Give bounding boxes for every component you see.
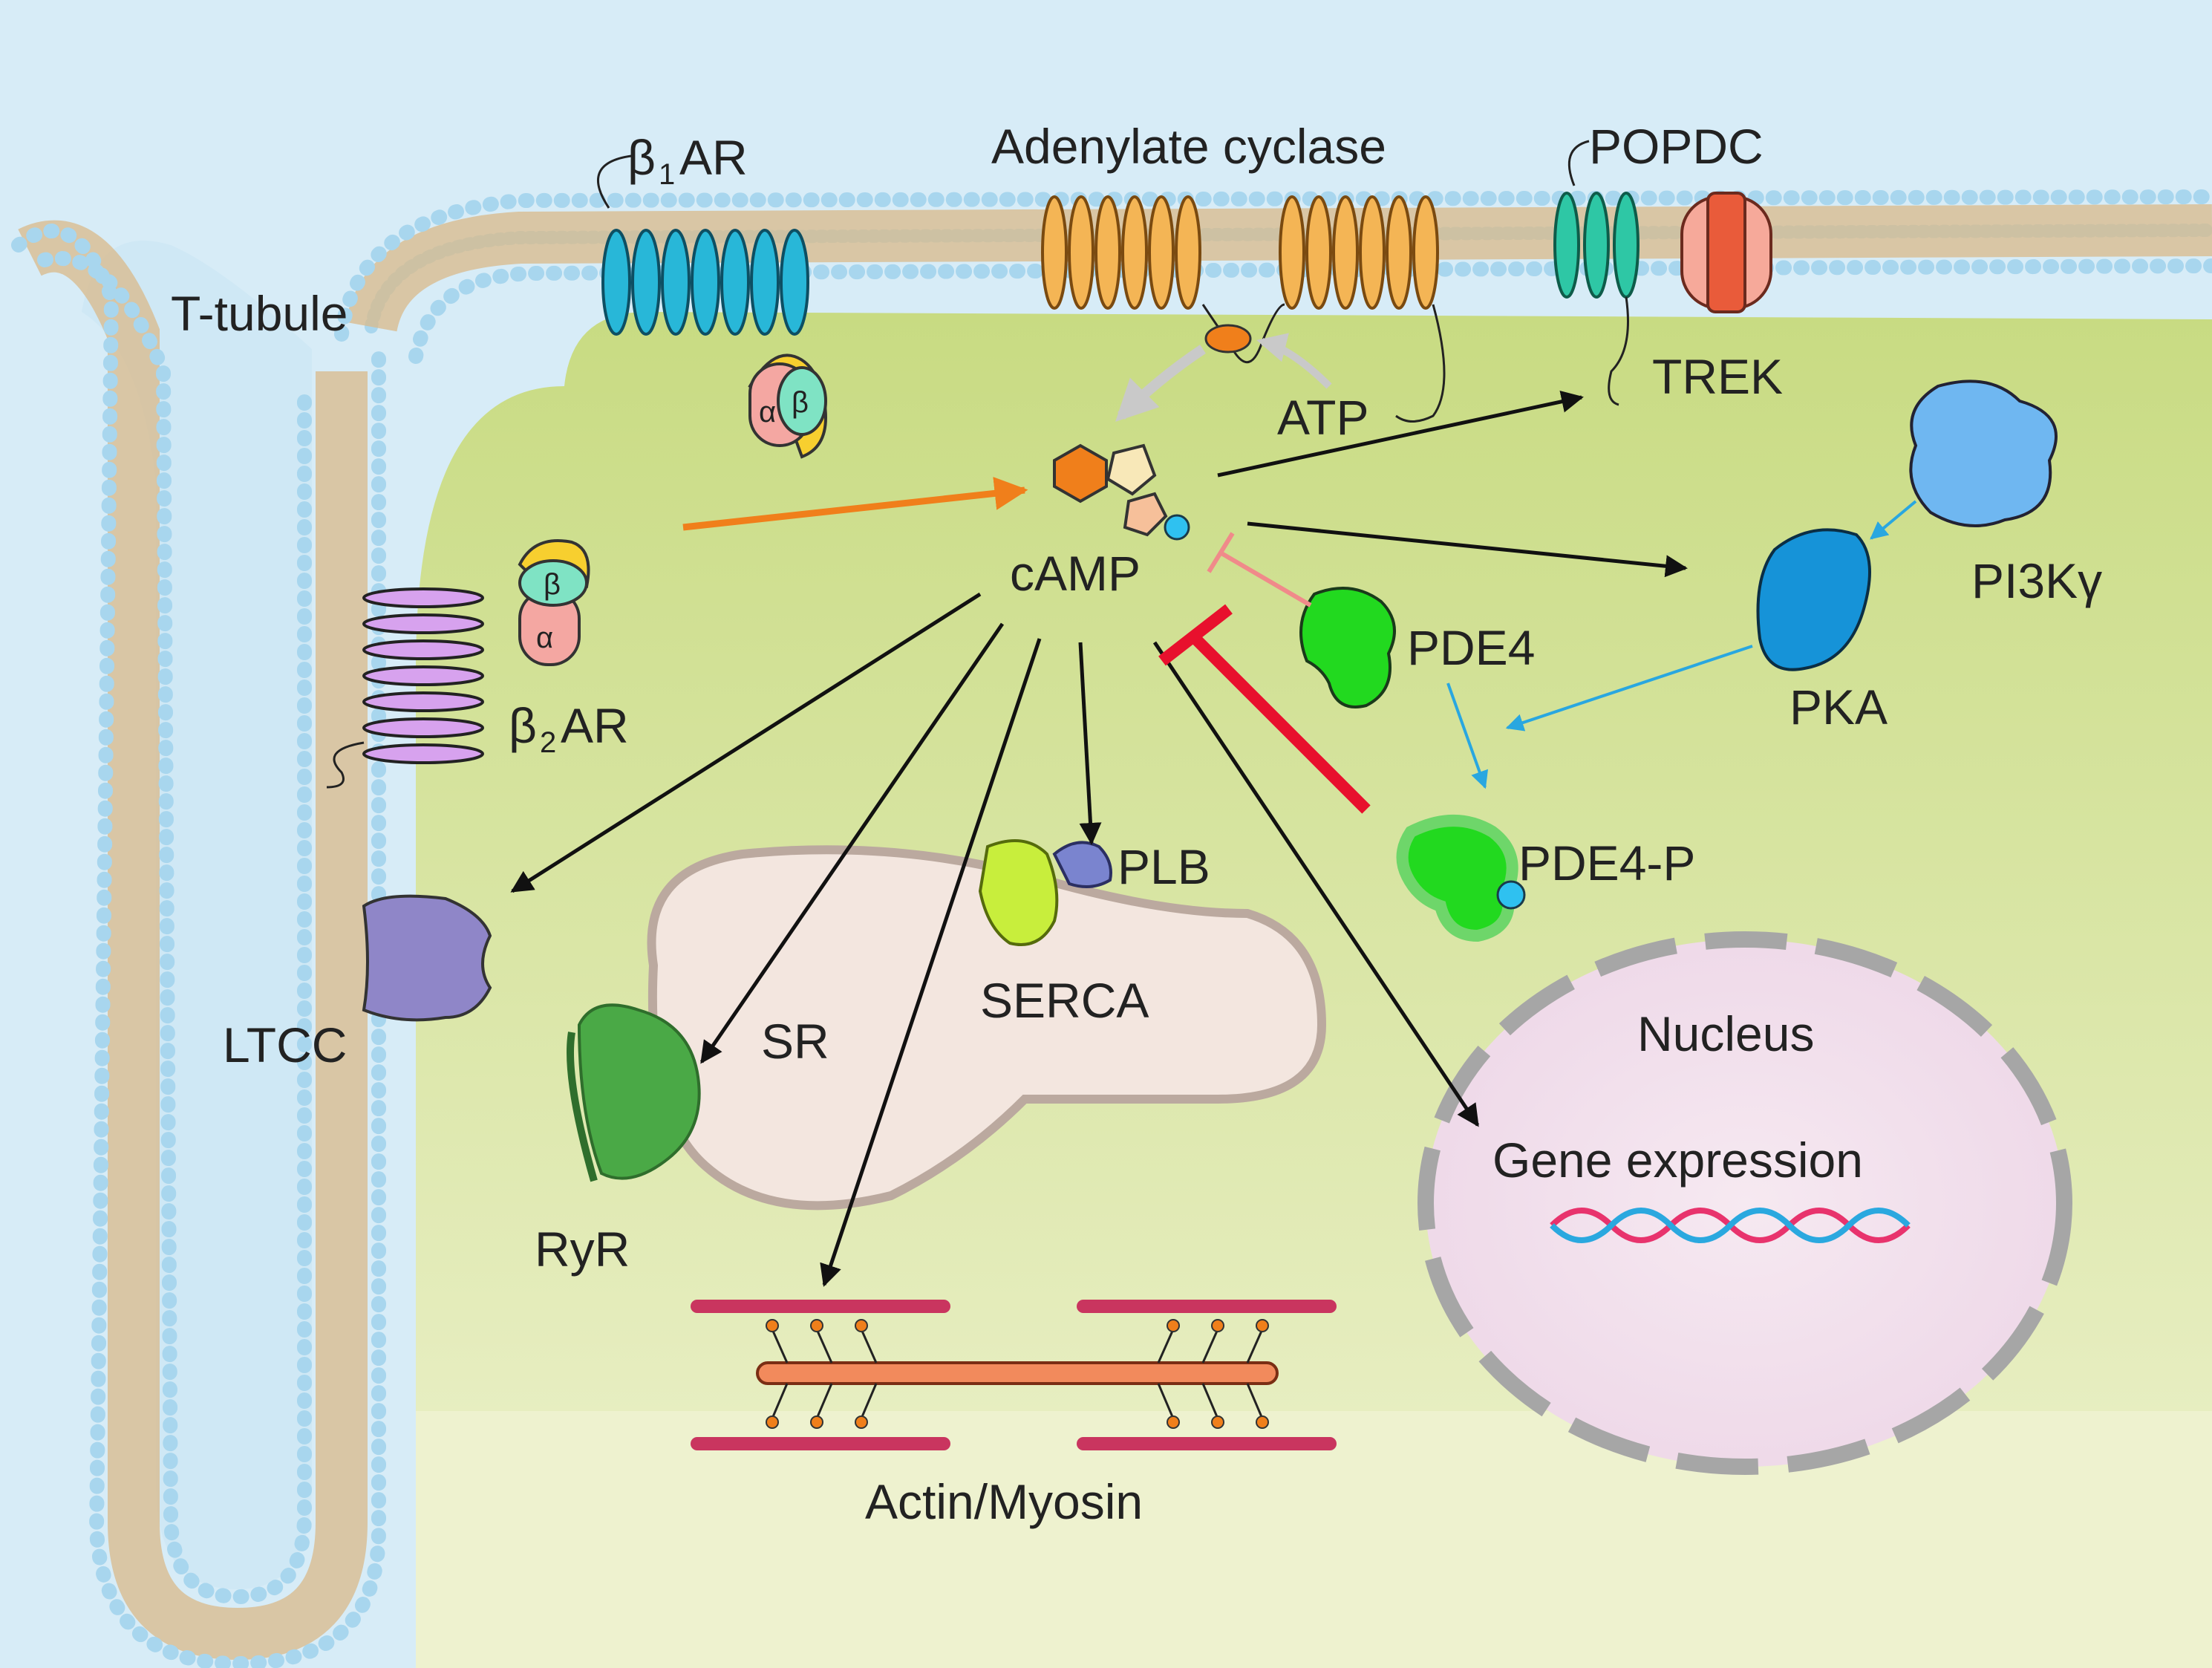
label-popdc: POPDC [1589, 119, 1764, 174]
dna-helix-icon [1550, 1208, 1911, 1243]
pi3k-enzyme [1909, 379, 2058, 527]
nucleus [1417, 931, 2072, 1475]
activation-arrows [510, 390, 1688, 1287]
label-ryr: RyR [535, 1222, 630, 1277]
label-pka: PKA [1789, 680, 1888, 734]
label-trek: TREK [1652, 349, 1783, 404]
label-pde4: PDE4 [1407, 620, 1535, 675]
label-serca: SERCA [980, 973, 1149, 1028]
label-atp: ATP [1277, 390, 1368, 445]
beta2-adrenergic-receptor [326, 587, 484, 789]
serca-pump [978, 839, 1059, 946]
label-ltcc: LTCC [223, 1017, 347, 1072]
g-alpha-label-2: α [536, 622, 553, 654]
label-camp: cAMP [1010, 546, 1141, 601]
label-gene-expression: Gene expression [1492, 1133, 1863, 1188]
orange-activation-arrow [682, 477, 1028, 531]
plb-protein [1052, 841, 1112, 888]
label-pi3k: PI3Kγ [1971, 553, 2102, 608]
label-t-tubule: T-tubule [171, 286, 348, 341]
beta1-adrenergic-receptor [596, 154, 809, 336]
svg-text:β: β [509, 698, 537, 753]
sarcomere [691, 1300, 1337, 1450]
ltcc-channel [362, 894, 492, 1022]
inhibition-strong [1158, 604, 1371, 814]
pka-enzyme [1756, 528, 1871, 671]
pde4p-enzyme [1396, 815, 1526, 942]
label-sr: SR [761, 1014, 829, 1069]
pde4-enzyme [1299, 587, 1396, 708]
g-alpha-label-1: α [759, 396, 776, 429]
g-beta-label-2: β [544, 568, 561, 601]
pka-phospho-arrows [1446, 500, 1917, 789]
trek-channel [1680, 192, 1772, 313]
svg-text:β: β [627, 130, 656, 185]
label-pde4p: PDE4-P [1518, 835, 1695, 890]
plasma-membrane [11, 189, 2212, 1668]
label-actin-myosin: Actin/Myosin [865, 1474, 1143, 1529]
g-beta-label-1: β [792, 386, 809, 419]
svg-text:1: 1 [659, 158, 675, 191]
label-beta2ar: β 2 AR [509, 698, 629, 759]
svg-text:AR: AR [679, 130, 748, 185]
label-beta1ar: β 1 AR [627, 130, 748, 191]
sarcoplasmic-reticulum [647, 845, 1327, 1211]
svg-text:AR: AR [561, 698, 629, 753]
t-tubule-lumen [82, 241, 312, 1589]
cytoplasm-bottom [416, 1411, 2212, 1668]
popdc [1553, 140, 1640, 406]
inhibition-weak [1207, 532, 1312, 607]
label-nucleus: Nucleus [1637, 1006, 1814, 1061]
label-adenylate-cyclase: Adenylate cyclase [991, 119, 1386, 174]
ryr-channel [567, 1003, 701, 1182]
svg-text:2: 2 [540, 726, 556, 759]
g-protein-beta1: α β [748, 354, 827, 459]
camp-molecule-icon [1053, 443, 1190, 541]
g-protein-beta2: β α [518, 539, 590, 666]
adenylate-cyclase [1041, 195, 1446, 423]
label-plb: PLB [1118, 839, 1210, 894]
